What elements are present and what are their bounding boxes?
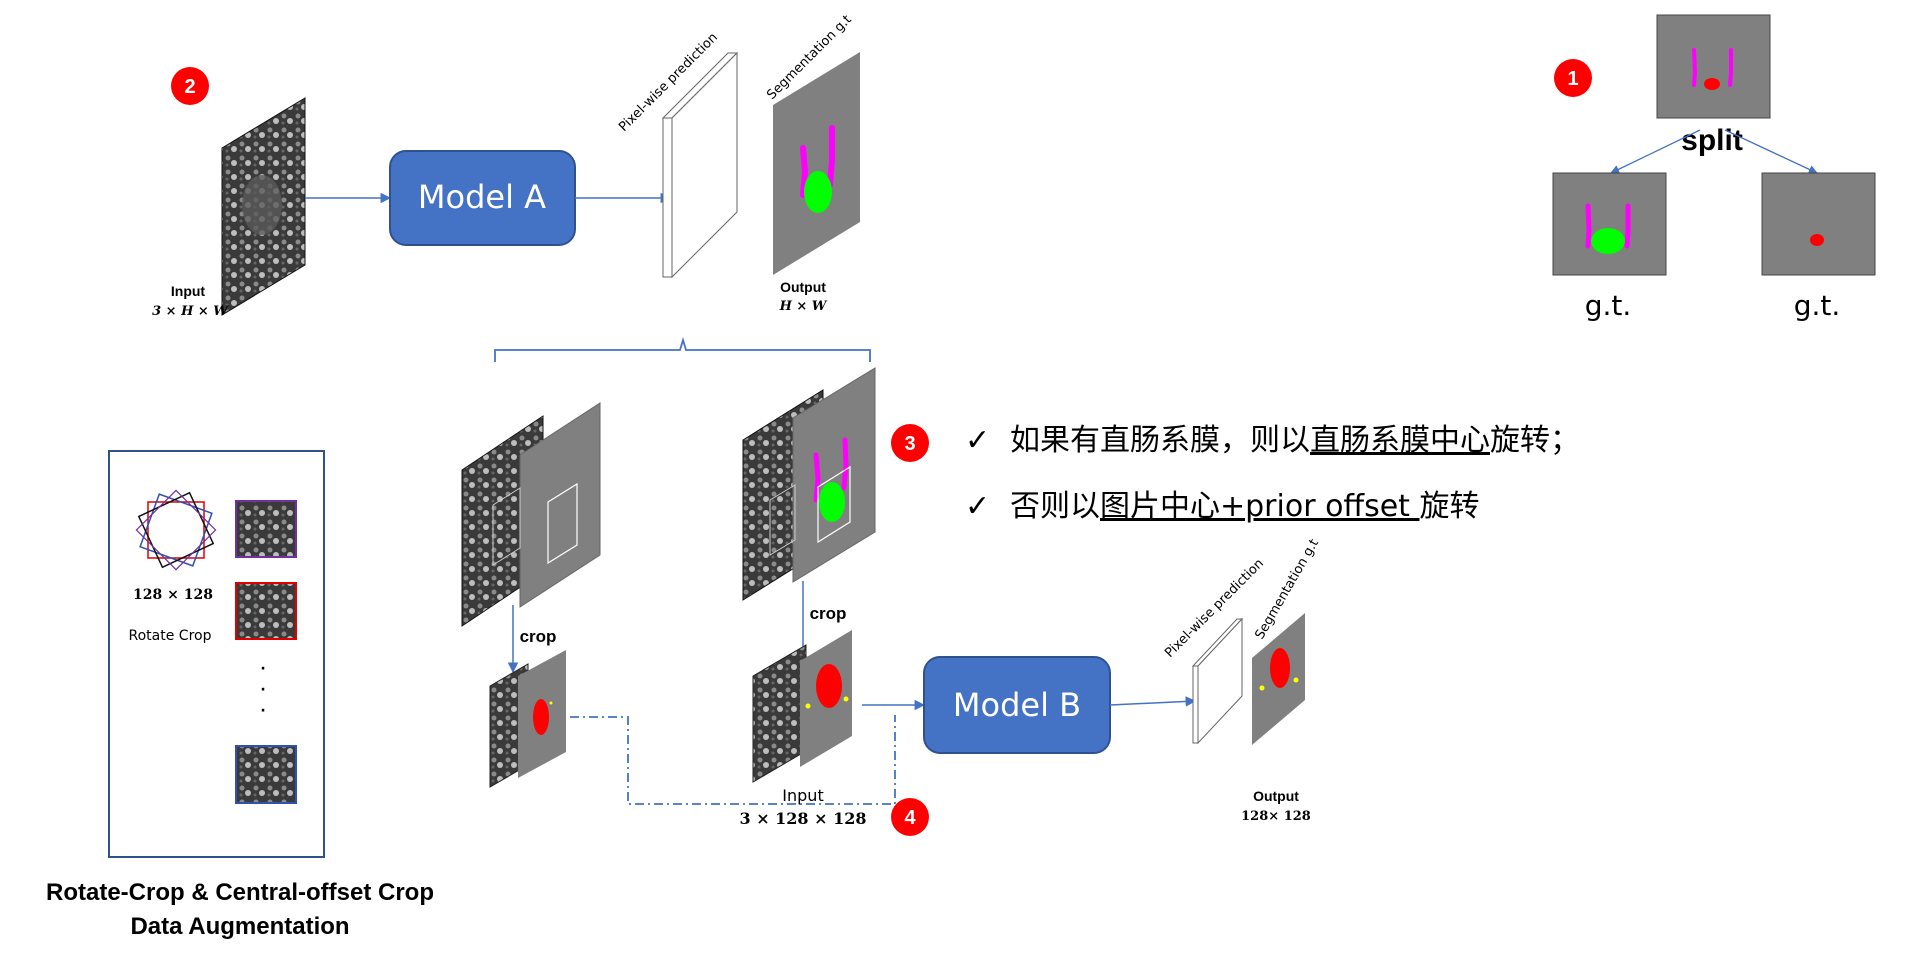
svg-text:2: 2 [184, 76, 195, 98]
output-label-top: Output [780, 279, 826, 295]
right-crop-box-mri [769, 484, 796, 556]
rule-1: ✓ 如果有直肠系膜，则以直肠系膜中心旋转； [965, 423, 1580, 458]
prediction-plate-bottom [1191, 617, 1244, 745]
output-dims-top: H × W [779, 299, 828, 314]
check-mark-1: ✓ [965, 423, 990, 458]
right-crop-box [817, 465, 851, 544]
gt-left-thumb [1552, 172, 1667, 276]
crop-label-right: crop [810, 604, 847, 623]
ellipsis-dot-2: · [260, 682, 265, 698]
right-gray-green-blob [819, 482, 845, 522]
model-a-label: Model A [418, 178, 546, 216]
arrow-split-right [1724, 129, 1818, 174]
aug-caption-line1: Rotate-Crop & Central-offset Crop [46, 879, 434, 906]
seg-label-bottom: Segmentation g.t [1252, 537, 1321, 642]
seg-magenta-left [800, 145, 809, 198]
gt-left-label: g.t. [1585, 289, 1632, 322]
badge-2: 2 [171, 67, 209, 105]
check-mark-2: ✓ [965, 489, 990, 524]
svg-text:3: 3 [904, 433, 915, 455]
left-crop-yellow-dot [549, 701, 553, 705]
prediction-plate-top [661, 51, 739, 279]
right-crop-red-blob [816, 664, 842, 708]
crop-label-left: crop [520, 627, 557, 646]
grouping-brace [494, 336, 871, 362]
seg-green-blob [804, 171, 832, 213]
bottom-seg-yellow-dot-2 [1293, 677, 1299, 683]
model-b-label: Model B [953, 686, 1081, 724]
left-thumb-magenta-right [1624, 203, 1631, 249]
right-gray-magenta-left [813, 452, 821, 503]
right-crop-yellow-dot-2 [843, 696, 849, 702]
left-gray-layer [519, 402, 601, 608]
aug-method-label: Rotate Crop [129, 628, 212, 644]
gt-right-thumb [1761, 172, 1876, 276]
ellipsis-dot-3: · [260, 703, 265, 719]
aug-size-label: 128 × 128 [133, 587, 213, 603]
bottom-seg-yellow-dot-1 [1259, 685, 1265, 691]
right-gray-magenta-right [841, 437, 849, 491]
aug-caption-line2: Data Augmentation [130, 913, 349, 940]
output-dims-bottom: 128× 128 [1241, 809, 1311, 824]
seg-gt-panel-top [773, 52, 860, 275]
aug-thumb-blue [235, 745, 297, 804]
thumb-magenta-left [1692, 48, 1698, 87]
aug-thumb-red [235, 582, 297, 640]
left-thumb-magenta-left [1585, 203, 1592, 249]
dashdot-connector [570, 715, 896, 805]
right-crop-yellow-dot-1 [805, 703, 811, 709]
left-thumb-green-blob [1591, 228, 1625, 254]
left-crop-box-mri [492, 487, 521, 566]
badge-3: 3 [891, 424, 929, 462]
arrow-split-left [1610, 129, 1701, 174]
svg-text:4: 4 [904, 807, 916, 829]
aug-thumb-purple [235, 500, 297, 558]
output-label-bottom: Output [1253, 788, 1299, 804]
bottom-seg-red-blob [1270, 648, 1290, 688]
split-label: split [1681, 124, 1743, 157]
rule2-underlined: 图片中心+prior offset [1100, 489, 1419, 524]
badge-4: 4 [891, 798, 929, 836]
seg-magenta-right [827, 125, 835, 188]
svg-text:1: 1 [1567, 68, 1578, 90]
rule1-underlined: 直肠系膜中心 [1310, 423, 1490, 458]
rule-2: ✓ 否则以图片中心+prior offset 旋转 [965, 489, 1479, 524]
badge-1: 1 [1554, 59, 1592, 97]
input-dims: 3 × H × W [152, 304, 229, 319]
right-crop-mri [752, 644, 807, 783]
arrow-model-b-to-prediction [1109, 696, 1197, 707]
mri-organ-shape [242, 175, 282, 235]
input-label: Input [171, 283, 206, 299]
input-label-bottom: Input [782, 786, 823, 805]
svg-text:如果有直肠系膜，则以直肠系膜中心旋转；: 如果有直肠系膜，则以直肠系膜中心旋转； [1010, 423, 1580, 458]
left-crop-box [547, 482, 578, 565]
thumb-magenta-right [1728, 48, 1733, 87]
svg-text:否则以图片中心+prior offset 旋转: 否则以图片中心+prior offset 旋转 [1010, 489, 1479, 524]
rotated-squares-icon [135, 489, 217, 571]
gt-right-label: g.t. [1794, 289, 1841, 322]
right-gray-layer [792, 367, 876, 583]
thumb-red-blob [1704, 78, 1720, 90]
left-crop-red-blob [533, 699, 549, 735]
gt-full-thumb [1656, 14, 1771, 119]
ellipsis-dot-1: · [260, 661, 265, 677]
right-thumb-red-blob [1810, 234, 1824, 246]
input-dims-bottom: 3 × 128 × 128 [739, 809, 866, 828]
